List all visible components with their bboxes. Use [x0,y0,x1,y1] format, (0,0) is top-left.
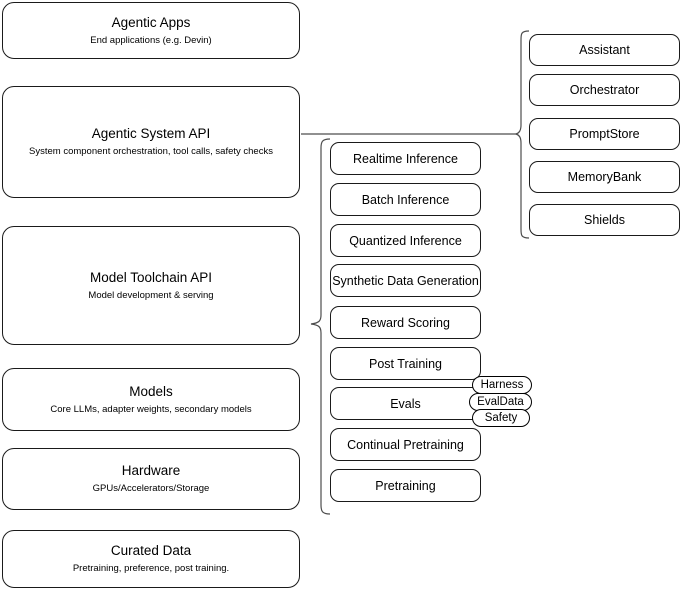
capability-label: Batch Inference [361,192,450,207]
system-component-assistant[interactable]: Assistant [529,34,680,66]
layer-subtitle: GPUs/Accelerators/Storage [92,483,210,494]
capability-label: Reward Scoring [361,315,450,330]
system-component-memorybank[interactable]: MemoryBank [529,161,680,193]
capability-label: Realtime Inference [353,151,458,166]
layer-subtitle: System component orchestration, tool cal… [29,146,273,157]
layer-subtitle: Pretraining, preference, post training. [72,563,230,574]
layer-subtitle: End applications (e.g. Devin) [90,34,212,46]
layer-title: Hardware [121,463,181,478]
capability-batch-inference[interactable]: Batch Inference [330,183,481,216]
layer-model-toolchain-api[interactable]: Model Toolchain API Model development & … [2,226,300,345]
evals-badge-label: EvalData [477,396,524,408]
capability-reward-scoring[interactable]: Reward Scoring [330,306,481,339]
capability-label: Pretraining [375,478,436,493]
system-component-label: Shields [584,213,625,227]
capability-post-training[interactable]: Post Training [330,347,481,380]
evals-badge-label: Safety [484,412,518,424]
evals-badge-label: Harness [480,379,524,391]
evals-badge-safety[interactable]: Safety [472,409,530,427]
layer-curated-data[interactable]: Curated Data Pretraining, preference, po… [2,530,300,588]
layer-title: Model Toolchain API [89,269,213,285]
system-component-shields[interactable]: Shields [529,204,680,236]
system-components-brace [514,30,530,239]
system-component-promptstore[interactable]: PromptStore [529,118,680,150]
layer-title: Models [129,383,173,399]
capability-label: Evals [390,396,421,411]
capability-evals[interactable]: Evals [330,387,481,420]
layer-models[interactable]: Models Core LLMs, adapter weights, secon… [2,368,300,431]
layer-hardware[interactable]: Hardware GPUs/Accelerators/Storage [2,448,300,510]
system-component-orchestrator[interactable]: Orchestrator [529,74,680,106]
capability-label: Synthetic Data Generation [332,273,479,288]
system-component-label: MemoryBank [567,170,642,184]
system-component-label: Assistant [579,43,630,57]
layer-title: Agentic System API [91,126,211,141]
layer-subtitle: Model development & serving [88,289,214,301]
capability-quantized-inference[interactable]: Quantized Inference [330,224,481,257]
system-component-label: Orchestrator [569,83,640,97]
capability-label: Post Training [369,356,442,371]
layer-agentic-apps[interactable]: Agentic Apps End applications (e.g. Devi… [2,2,300,59]
capability-continual-pretraining[interactable]: Continual Pretraining [330,428,481,461]
toolchain-capabilities-brace [310,138,331,515]
capability-synthetic-data-generation[interactable]: Synthetic Data Generation [330,264,481,297]
system-component-label: PromptStore [569,127,640,141]
evals-badge-harness[interactable]: Harness [472,376,532,394]
capability-pretraining[interactable]: Pretraining [330,469,481,502]
layer-title: Agentic Apps [111,14,191,30]
capability-label: Continual Pretraining [347,437,464,452]
layer-title: Curated Data [110,543,192,558]
capability-realtime-inference[interactable]: Realtime Inference [330,142,481,175]
layer-agentic-system-api[interactable]: Agentic System API System component orch… [2,86,300,198]
capability-label: Quantized Inference [349,233,462,248]
layer-subtitle: Core LLMs, adapter weights, secondary mo… [50,403,252,415]
